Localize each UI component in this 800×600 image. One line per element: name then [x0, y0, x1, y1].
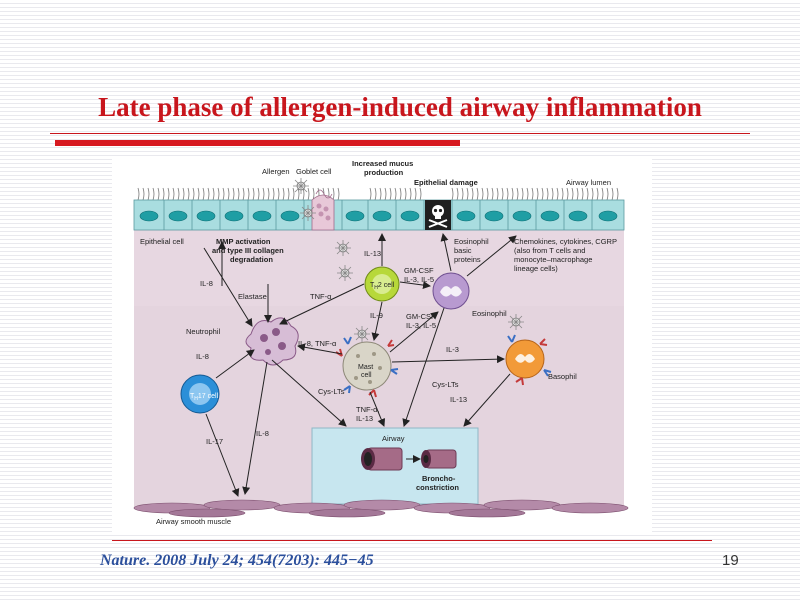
label-mucus-1: Increased mucus: [352, 159, 413, 168]
airway-inflammation-diagram: Allergen Goblet cell Increased mucus pro…: [112, 156, 652, 532]
goblet-cell: [311, 189, 335, 231]
label-gmcsf-1a: GM-CSF: [404, 266, 434, 275]
label-eos-basic-3: proteins: [454, 255, 481, 264]
label-elastase: Elastase: [238, 292, 267, 301]
allergen-icon: [508, 314, 524, 330]
arrow-th17-neutrophil: [215, 349, 255, 379]
arrow-eosinophil-airway: [402, 307, 445, 427]
allergen-icon: [337, 265, 353, 281]
footer-rule: [112, 540, 712, 541]
epithelial-nuclei: [139, 210, 618, 222]
arrow-mast-airway: [369, 391, 386, 427]
arrow-th2-eosinophil: [399, 281, 431, 290]
label-smooth-muscle: Airway smooth muscle: [156, 517, 231, 526]
arrow-chemokines: [466, 235, 517, 277]
label-eos-basic-1: Eosinophil: [454, 237, 489, 246]
label-goblet-cell: Goblet cell: [296, 167, 332, 176]
allergen-icon: [300, 205, 316, 221]
label-il8-bottom: IL-8: [256, 429, 269, 438]
arrow-il8-epithelium: [203, 247, 253, 327]
arrow-mast-neutrophil: [297, 343, 343, 355]
arrow-th2-mast: [371, 301, 383, 341]
arrow-eosinophil-damage: [440, 233, 452, 272]
label-epithelial-cell: Epithelial cell: [140, 237, 184, 246]
allergen-icon: [354, 326, 370, 342]
title-underline-thin: [50, 133, 750, 134]
allergen-icon: [335, 240, 351, 256]
citation: Nature. 2008 July 24; 454(7203): 445−45: [100, 552, 374, 569]
label-allergen: Allergen: [262, 167, 290, 176]
basophil-cell: [505, 334, 552, 386]
th17-cell: [180, 374, 220, 414]
constricted-tube-icon: [421, 449, 457, 469]
label-tnfa-il13-2: IL-13: [356, 414, 373, 423]
cilia: [137, 187, 619, 201]
label-gmcsf-2a: GM-CSF: [406, 312, 436, 321]
slide-title: Late phase of allergen-induced airway in…: [98, 92, 702, 122]
label-mmp-2: and type III collagen: [212, 246, 284, 255]
epithelium-layer: [133, 199, 625, 231]
label-chemokines-1: Chemokines, cytokines, CGRP: [514, 237, 617, 246]
label-il8-left: IL-8: [200, 279, 213, 288]
label-tnfa: TNF-α: [310, 292, 332, 301]
label-th17-cell: TH17 cell: [190, 393, 219, 402]
label-tnfa-il13-1: TNF-α,: [356, 405, 380, 414]
label-cys-lts-2: Cys-LTs: [432, 380, 459, 389]
label-il17: IL-17: [206, 437, 223, 446]
label-mast-1: Mast: [358, 364, 373, 371]
arrow-mast-eosinophil: [389, 311, 439, 353]
label-mast-2: cell: [361, 372, 372, 379]
diagram-svg: Allergen Goblet cell Increased mucus pro…: [133, 159, 629, 526]
title-underline-thick: [55, 140, 460, 146]
label-chemokines-4: lineage cells): [514, 264, 558, 273]
label-eos-basic-2: basic: [454, 246, 472, 255]
label-il13-baso: IL-13: [450, 395, 467, 404]
label-mucus-2: production: [364, 168, 404, 177]
label-chemokines-3: monocyte–macrophage: [514, 255, 592, 264]
eosinophil-cell: [432, 272, 470, 310]
label-epithelial-damage: Epithelial damage: [414, 178, 478, 187]
airway-tube-icon: [361, 447, 403, 471]
label-il13-top: IL-13: [364, 249, 381, 258]
label-il3: IL-3: [446, 345, 459, 354]
label-basophil: Basophil: [548, 372, 577, 381]
label-il9: IL-9: [370, 311, 383, 320]
label-gmcsf-1b: IL-3, IL-5: [404, 275, 434, 284]
page-number: 19: [722, 552, 739, 569]
label-il8-neut: IL-8: [196, 352, 209, 361]
arrow-neutrophil-airway: [271, 359, 347, 427]
label-cys-lts-1: Cys-LTs: [318, 387, 345, 396]
neutrophil-cell: [245, 317, 299, 366]
allergen-icon: [293, 178, 309, 194]
label-th2-cell: TH2 cell: [370, 282, 395, 291]
label-gmcsf-2b: IL-3, IL-5: [406, 321, 436, 330]
smooth-muscle-layer: [133, 499, 629, 518]
airway-box: [311, 427, 479, 505]
mast-cell: [335, 336, 399, 398]
label-mmp-1: MMP activation: [216, 237, 271, 246]
arrow-basophil-airway: [463, 373, 511, 427]
label-mmp-3: degradation: [230, 255, 273, 264]
th2-cell: [364, 266, 400, 302]
arrow-th2-neutrophil: [279, 283, 365, 325]
arrow-mast-basophil: [391, 355, 505, 364]
arrow-th17-muscle: [205, 413, 240, 497]
label-broncho-1: Broncho-: [422, 474, 456, 483]
arrow-neutrophil-muscle: [242, 361, 268, 495]
label-eosinophil: Eosinophil: [472, 309, 507, 318]
label-airway: Airway: [382, 434, 405, 443]
label-airway-lumen: Airway lumen: [566, 178, 611, 187]
label-chemokines-2: (also from T cells and: [514, 246, 585, 255]
label-neutrophil: Neutrophil: [186, 327, 221, 336]
label-il8-tnfa: IL-8, TNF-α: [298, 339, 337, 348]
label-broncho-2: constriction: [416, 483, 459, 492]
skull-icon: [425, 200, 451, 230]
